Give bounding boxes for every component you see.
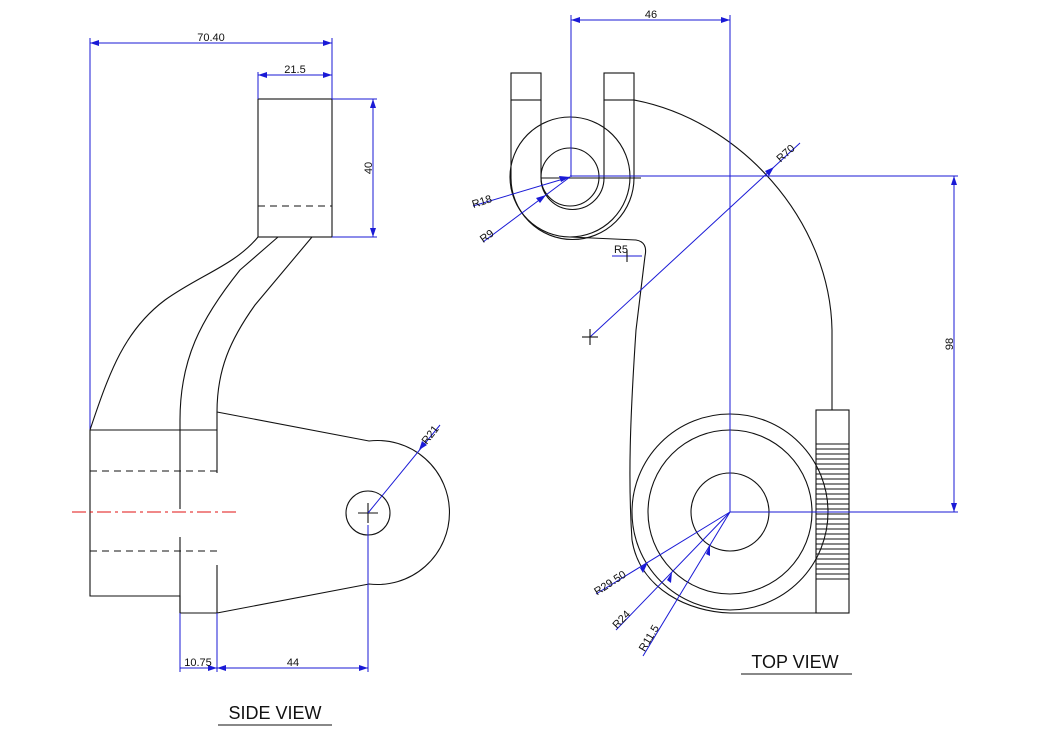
top-view-label: TOP VIEW bbox=[751, 652, 838, 672]
dim-r18-text: R18 bbox=[471, 193, 494, 211]
dim-r29-leader bbox=[595, 511, 731, 595]
side-arm bbox=[216, 411, 450, 614]
dim-boss-width-text: 21.5 bbox=[284, 64, 305, 76]
dim-r29-text: R29.50 bbox=[592, 569, 628, 598]
side-outer-curve bbox=[89, 236, 259, 431]
dim-arrow bbox=[706, 545, 710, 556]
dim-r70-leader bbox=[589, 142, 801, 338]
dim-arrow bbox=[765, 167, 774, 176]
top-fork-circle-inner bbox=[540, 147, 600, 207]
side-lower-block bbox=[89, 429, 217, 614]
dim-arrow bbox=[370, 228, 376, 237]
top-fork-eye-inner bbox=[540, 177, 605, 211]
side-view: 70.40 21.5 40 R21 10.75 44 SIDE VIEW bbox=[72, 32, 450, 726]
top-view: 46 98 R70 R18 R9 R5 R29.50 R24 R1 bbox=[471, 9, 958, 675]
dim-r24-text: R24 bbox=[611, 608, 634, 631]
dim-overall-width-text: 70.40 bbox=[197, 32, 225, 44]
dim-r11-text: R11.5 bbox=[637, 623, 662, 654]
top-fork-prong-left bbox=[510, 72, 542, 101]
dim-arrow bbox=[359, 665, 368, 671]
dim-arrow bbox=[536, 195, 546, 203]
dim-arrow bbox=[258, 72, 267, 78]
top-fork-eye-outer bbox=[510, 177, 635, 241]
side-top-boss bbox=[257, 98, 333, 238]
dim-arrow bbox=[667, 572, 672, 583]
dim-r9-leader bbox=[482, 176, 571, 243]
dim-arrow bbox=[217, 665, 226, 671]
dim-arrow bbox=[90, 40, 99, 46]
dim-arrow bbox=[721, 17, 730, 23]
dim-arrow bbox=[951, 503, 957, 512]
dim-arrow bbox=[208, 665, 217, 671]
dim-arrow bbox=[323, 72, 332, 78]
dim-r5-text: R5 bbox=[614, 244, 628, 256]
dim-arrow bbox=[571, 17, 580, 23]
dim-arrow bbox=[559, 176, 570, 182]
dim-r9-text: R9 bbox=[478, 228, 496, 246]
dim-arrow bbox=[323, 40, 332, 46]
dim-arrow bbox=[370, 99, 376, 108]
top-outer-arc bbox=[633, 99, 833, 410]
top-knurl-lines bbox=[816, 443, 849, 580]
dim-arrow bbox=[419, 441, 427, 450]
dim-r11-leader bbox=[642, 511, 731, 657]
dim-center-y-text: 98 bbox=[944, 338, 956, 350]
dim-r18-leader bbox=[472, 176, 571, 207]
top-fork-prong-right bbox=[603, 72, 635, 101]
side-view-label: SIDE VIEW bbox=[228, 703, 321, 723]
side-web-curve-1 bbox=[179, 236, 279, 430]
dim-r70-text: R70 bbox=[774, 143, 797, 165]
top-hub-bottom-edge bbox=[631, 539, 849, 614]
top-body-left-edge bbox=[569, 236, 647, 541]
dim-arrow bbox=[951, 176, 957, 185]
dim-center-x-text: 46 bbox=[645, 9, 657, 21]
side-web-curve-2 bbox=[216, 236, 313, 413]
dim-hub-radius-leader bbox=[367, 424, 441, 514]
dim-boss-height-text: 40 bbox=[363, 162, 375, 174]
dim-arrow bbox=[640, 562, 648, 573]
dim-r24-leader bbox=[615, 511, 731, 631]
dim-arm-length-text: 44 bbox=[287, 657, 299, 669]
dim-web-offset-text: 10.75 bbox=[184, 657, 212, 669]
